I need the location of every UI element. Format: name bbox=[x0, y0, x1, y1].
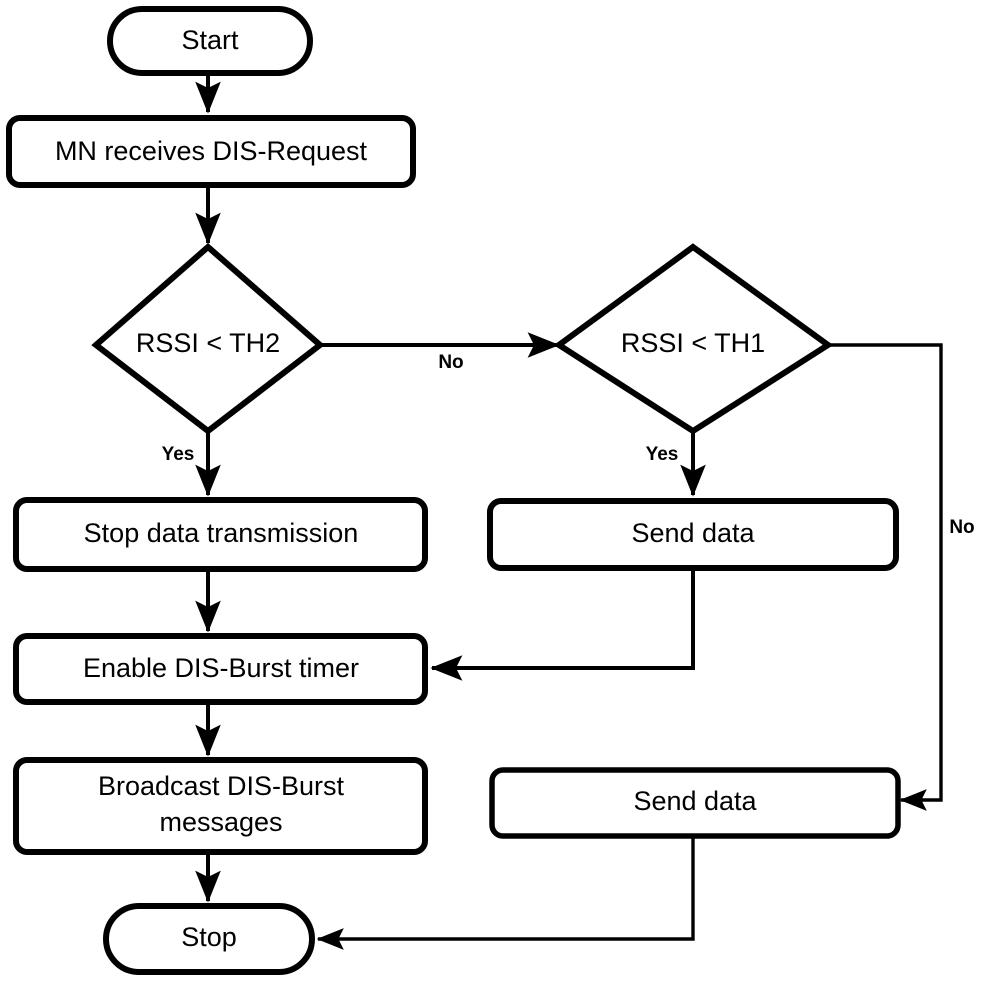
edge-label-th2-yes: Yes bbox=[162, 444, 195, 465]
node-broadcast-label-line1: Broadcast DIS-Burst bbox=[98, 771, 345, 801]
node-mn-receives-dis-request[interactable]: MN receives DIS-Request bbox=[6, 115, 416, 188]
node-stop-tx-label: Stop data transmission bbox=[84, 518, 359, 548]
edge-label-th1-yes: Yes bbox=[646, 444, 679, 465]
node-stop[interactable]: Stop bbox=[103, 903, 315, 975]
node-stop-label: Stop bbox=[181, 922, 237, 952]
node-stop-data-transmission[interactable]: Stop data transmission bbox=[13, 497, 428, 572]
node-decision-rssi-th2[interactable]: RSSI < TH2 bbox=[91, 243, 325, 435]
connector-th1-no-to-send-2 bbox=[829, 343, 943, 811]
node-enable-dis-burst-timer[interactable]: Enable DIS-Burst timer bbox=[13, 633, 428, 705]
node-start-label: Start bbox=[181, 25, 239, 55]
node-send-data-upper[interactable]: Send data bbox=[487, 498, 899, 571]
node-send-data-lower[interactable]: Send data bbox=[489, 767, 901, 839]
edge-label-th1-no: No bbox=[949, 517, 974, 538]
node-start[interactable]: Start bbox=[107, 6, 313, 76]
node-send-data-lower-label: Send data bbox=[633, 786, 757, 816]
edge-label-th2-no: No bbox=[438, 352, 463, 373]
node-send-data-upper-label: Send data bbox=[631, 518, 755, 548]
node-mn-receives-label: MN receives DIS-Request bbox=[55, 136, 368, 166]
node-decision-rssi-th1[interactable]: RSSI < TH1 bbox=[553, 243, 834, 435]
node-broadcast-dis-burst-messages[interactable]: Broadcast DIS-Burst messages bbox=[13, 757, 428, 855]
node-enable-timer-label: Enable DIS-Burst timer bbox=[83, 653, 359, 683]
connector-send-1-to-enable-timer bbox=[430, 568, 695, 681]
node-broadcast-label-line2: messages bbox=[159, 807, 282, 837]
node-decision-th2-label: RSSI < TH2 bbox=[136, 328, 280, 358]
connector-send-2-to-stop bbox=[316, 836, 695, 950]
node-decision-th1-label: RSSI < TH1 bbox=[621, 328, 765, 358]
